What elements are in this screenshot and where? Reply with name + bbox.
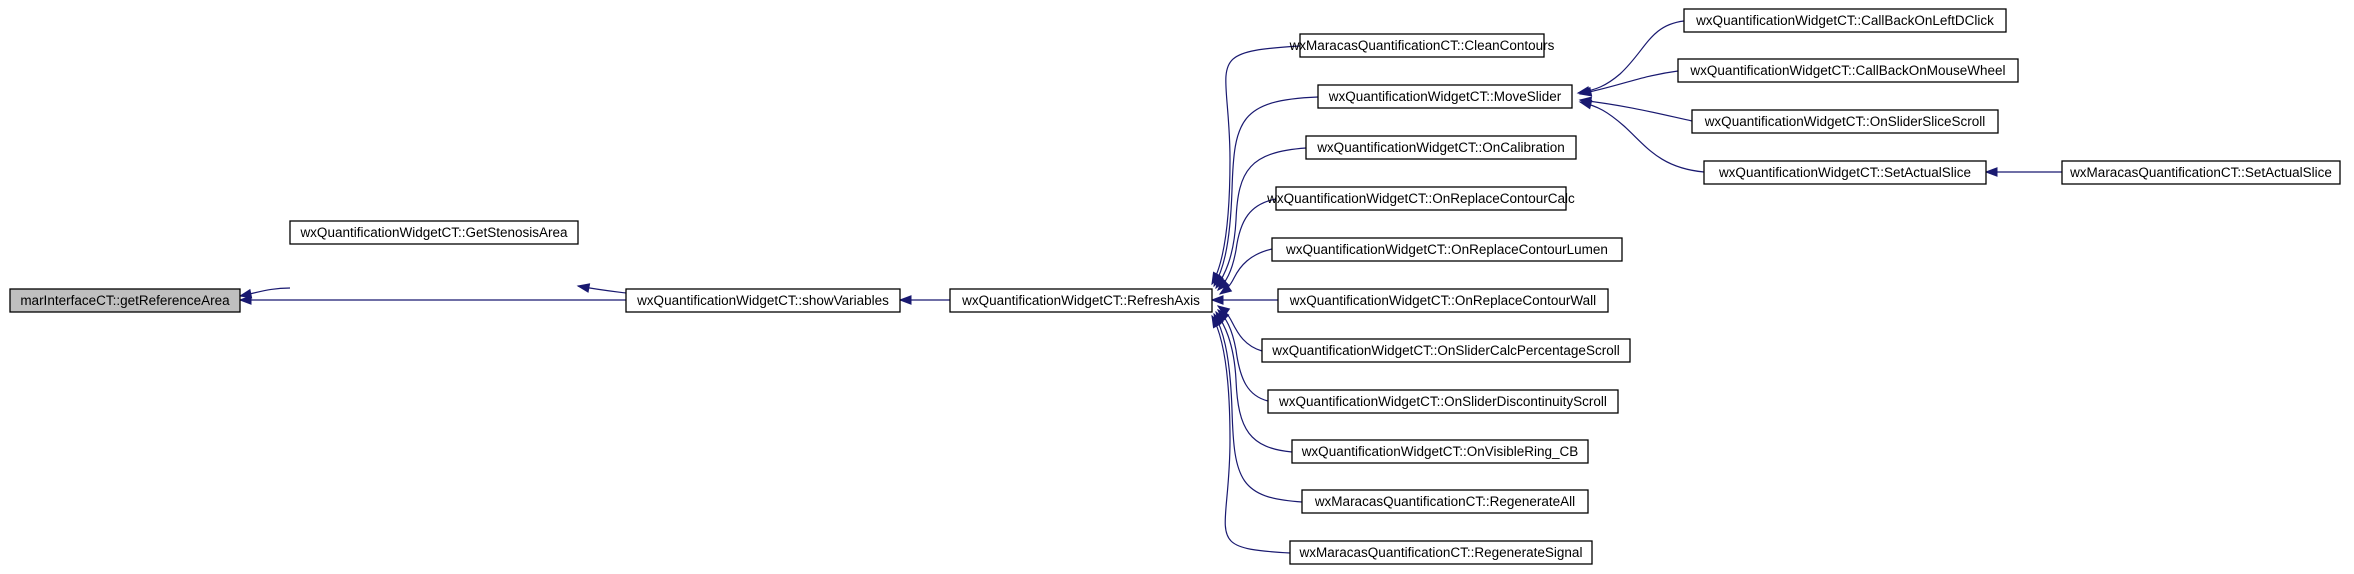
node-getStenosisArea-label: wxQuantificationWidgetCT::GetStenosisAre… xyxy=(299,225,568,240)
edge-onSliderSliceScroll-to-moveSlider xyxy=(1579,99,1693,122)
arrowhead-setActualSliceMaracas-to-setActualSliceWidget xyxy=(1984,167,1998,177)
node-cleanContours-label: wxMaracasQuantificationCT::CleanContours xyxy=(1289,38,1555,53)
node-regenerateAll-label: wxMaracasQuantificationCT::RegenerateAll xyxy=(1314,494,1575,509)
node-onCalibration-label: wxQuantificationWidgetCT::OnCalibration xyxy=(1316,140,1565,155)
arrowhead-setActualSliceWidget-to-moveSlider xyxy=(1578,99,1593,110)
arrowhead-onReplaceContourLumen-to-refreshAxis xyxy=(1218,283,1233,295)
edge-regenerateAll-to-refreshAxis xyxy=(1213,313,1303,503)
node-onSliderDiscontinuityScroll-label: wxQuantificationWidgetCT::OnSliderDiscon… xyxy=(1278,394,1607,409)
arrowhead-onSliderCalcPercentageScroll-to-refreshAxis xyxy=(1216,305,1231,317)
arrowhead-onReplaceContourCalc-to-refreshAxis xyxy=(1217,278,1230,292)
node-callBackOnMouseWheel[interactable]: wxQuantificationWidgetCT::CallBackOnMous… xyxy=(1677,58,2019,83)
arrowhead-callBackOnMouseWheel-to-moveSlider xyxy=(1578,86,1593,97)
node-onVisibleRingCB[interactable]: wxQuantificationWidgetCT::OnVisibleRing_… xyxy=(1291,439,1589,464)
node-showVariables[interactable]: wxQuantificationWidgetCT::showVariables xyxy=(625,288,901,313)
node-moveSlider[interactable]: wxQuantificationWidgetCT::MoveSlider xyxy=(1317,84,1573,109)
node-getStenosisArea[interactable]: wxQuantificationWidgetCT::GetStenosisAre… xyxy=(289,220,579,245)
node-layer: marInterfaceCT::getReferenceArea wxQuant… xyxy=(9,8,2341,565)
node-root-label: marInterfaceCT::getReferenceArea xyxy=(20,293,230,308)
node-onReplaceContourLumen[interactable]: wxQuantificationWidgetCT::OnReplaceConto… xyxy=(1271,237,1623,262)
node-onSliderCalcPercentageScroll-label: wxQuantificationWidgetCT::OnSliderCalcPe… xyxy=(1271,343,1619,358)
node-setActualSliceWidget-label: wxQuantificationWidgetCT::SetActualSlice xyxy=(1718,165,1971,180)
node-regenerateSignal-label: wxMaracasQuantificationCT::RegenerateSig… xyxy=(1299,545,1583,560)
edge-regenerateSignal-to-refreshAxis xyxy=(1211,315,1291,554)
arrowhead-showVariables-to-root xyxy=(238,295,252,305)
node-showVariables-label: wxQuantificationWidgetCT::showVariables xyxy=(636,293,889,308)
node-callBackOnMouseWheel-label: wxQuantificationWidgetCT::CallBackOnMous… xyxy=(1689,63,2005,78)
node-onReplaceContourWall[interactable]: wxQuantificationWidgetCT::OnReplaceConto… xyxy=(1277,288,1609,313)
edge-callBackOnMouseWheel-to-moveSlider xyxy=(1579,70,1679,95)
node-moveSlider-label: wxQuantificationWidgetCT::MoveSlider xyxy=(1328,89,1562,104)
node-onCalibration[interactable]: wxQuantificationWidgetCT::OnCalibration xyxy=(1305,135,1577,160)
arrowhead-showVariables-to-getStenosisArea xyxy=(576,283,591,293)
edge-onCalibration-to-refreshAxis xyxy=(1215,147,1307,289)
node-onReplaceContourWall-label: wxQuantificationWidgetCT::OnReplaceConto… xyxy=(1289,293,1596,308)
node-cleanContours[interactable]: wxMaracasQuantificationCT::CleanContours xyxy=(1289,33,1555,58)
edge-cleanContours-to-refreshAxis xyxy=(1211,45,1301,285)
node-callBackOnLeftDClick-label: wxQuantificationWidgetCT::CallBackOnLeft… xyxy=(1695,13,1994,28)
node-root[interactable]: marInterfaceCT::getReferenceArea xyxy=(9,288,241,313)
node-setActualSliceWidget[interactable]: wxQuantificationWidgetCT::SetActualSlice xyxy=(1703,160,1987,185)
node-regenerateAll[interactable]: wxMaracasQuantificationCT::RegenerateAll xyxy=(1301,489,1589,514)
node-onSliderSliceScroll-label: wxQuantificationWidgetCT::OnSliderSliceS… xyxy=(1704,114,1986,129)
node-regenerateSignal[interactable]: wxMaracasQuantificationCT::RegenerateSig… xyxy=(1289,540,1593,565)
node-onSliderDiscontinuityScroll[interactable]: wxQuantificationWidgetCT::OnSliderDiscon… xyxy=(1267,389,1619,414)
node-setActualSliceMaracas-label: wxMaracasQuantificationCT::SetActualSlic… xyxy=(2069,165,2332,180)
node-onReplaceContourCalc-label: wxQuantificationWidgetCT::OnReplaceConto… xyxy=(1266,191,1575,206)
node-setActualSliceMaracas[interactable]: wxMaracasQuantificationCT::SetActualSlic… xyxy=(2061,160,2341,185)
node-onReplaceContourLumen-label: wxQuantificationWidgetCT::OnReplaceConto… xyxy=(1285,242,1608,257)
edge-setActualSliceWidget-to-moveSlider xyxy=(1579,101,1705,173)
node-onSliderSliceScroll[interactable]: wxQuantificationWidgetCT::OnSliderSliceS… xyxy=(1691,109,1999,134)
arrowhead-regenerateSignal-to-refreshAxis xyxy=(1211,314,1222,329)
node-onSliderCalcPercentageScroll[interactable]: wxQuantificationWidgetCT::OnSliderCalcPe… xyxy=(1261,338,1631,363)
node-refreshAxis-label: wxQuantificationWidgetCT::RefreshAxis xyxy=(961,293,1200,308)
node-onReplaceContourCalc[interactable]: wxQuantificationWidgetCT::OnReplaceConto… xyxy=(1266,186,1575,211)
edge-onVisibleRingCB-to-refreshAxis xyxy=(1215,311,1293,453)
arrowhead-onReplaceContourWall-to-refreshAxis xyxy=(1210,295,1224,305)
edge-moveSlider-to-refreshAxis xyxy=(1213,96,1319,287)
node-callBackOnLeftDClick[interactable]: wxQuantificationWidgetCT::CallBackOnLeft… xyxy=(1683,8,2007,33)
node-refreshAxis[interactable]: wxQuantificationWidgetCT::RefreshAxis xyxy=(949,288,1213,313)
arrowhead-getStenosisArea-to-root xyxy=(238,288,253,299)
node-onVisibleRingCB-label: wxQuantificationWidgetCT::OnVisibleRing_… xyxy=(1301,444,1579,459)
edge-layer xyxy=(238,20,2062,554)
arrowhead-refreshAxis-to-showVariables xyxy=(898,295,912,305)
edge-callBackOnLeftDClick-to-moveSlider xyxy=(1577,20,1685,94)
edge-onSliderDiscontinuityScroll-to-refreshAxis xyxy=(1217,309,1269,402)
